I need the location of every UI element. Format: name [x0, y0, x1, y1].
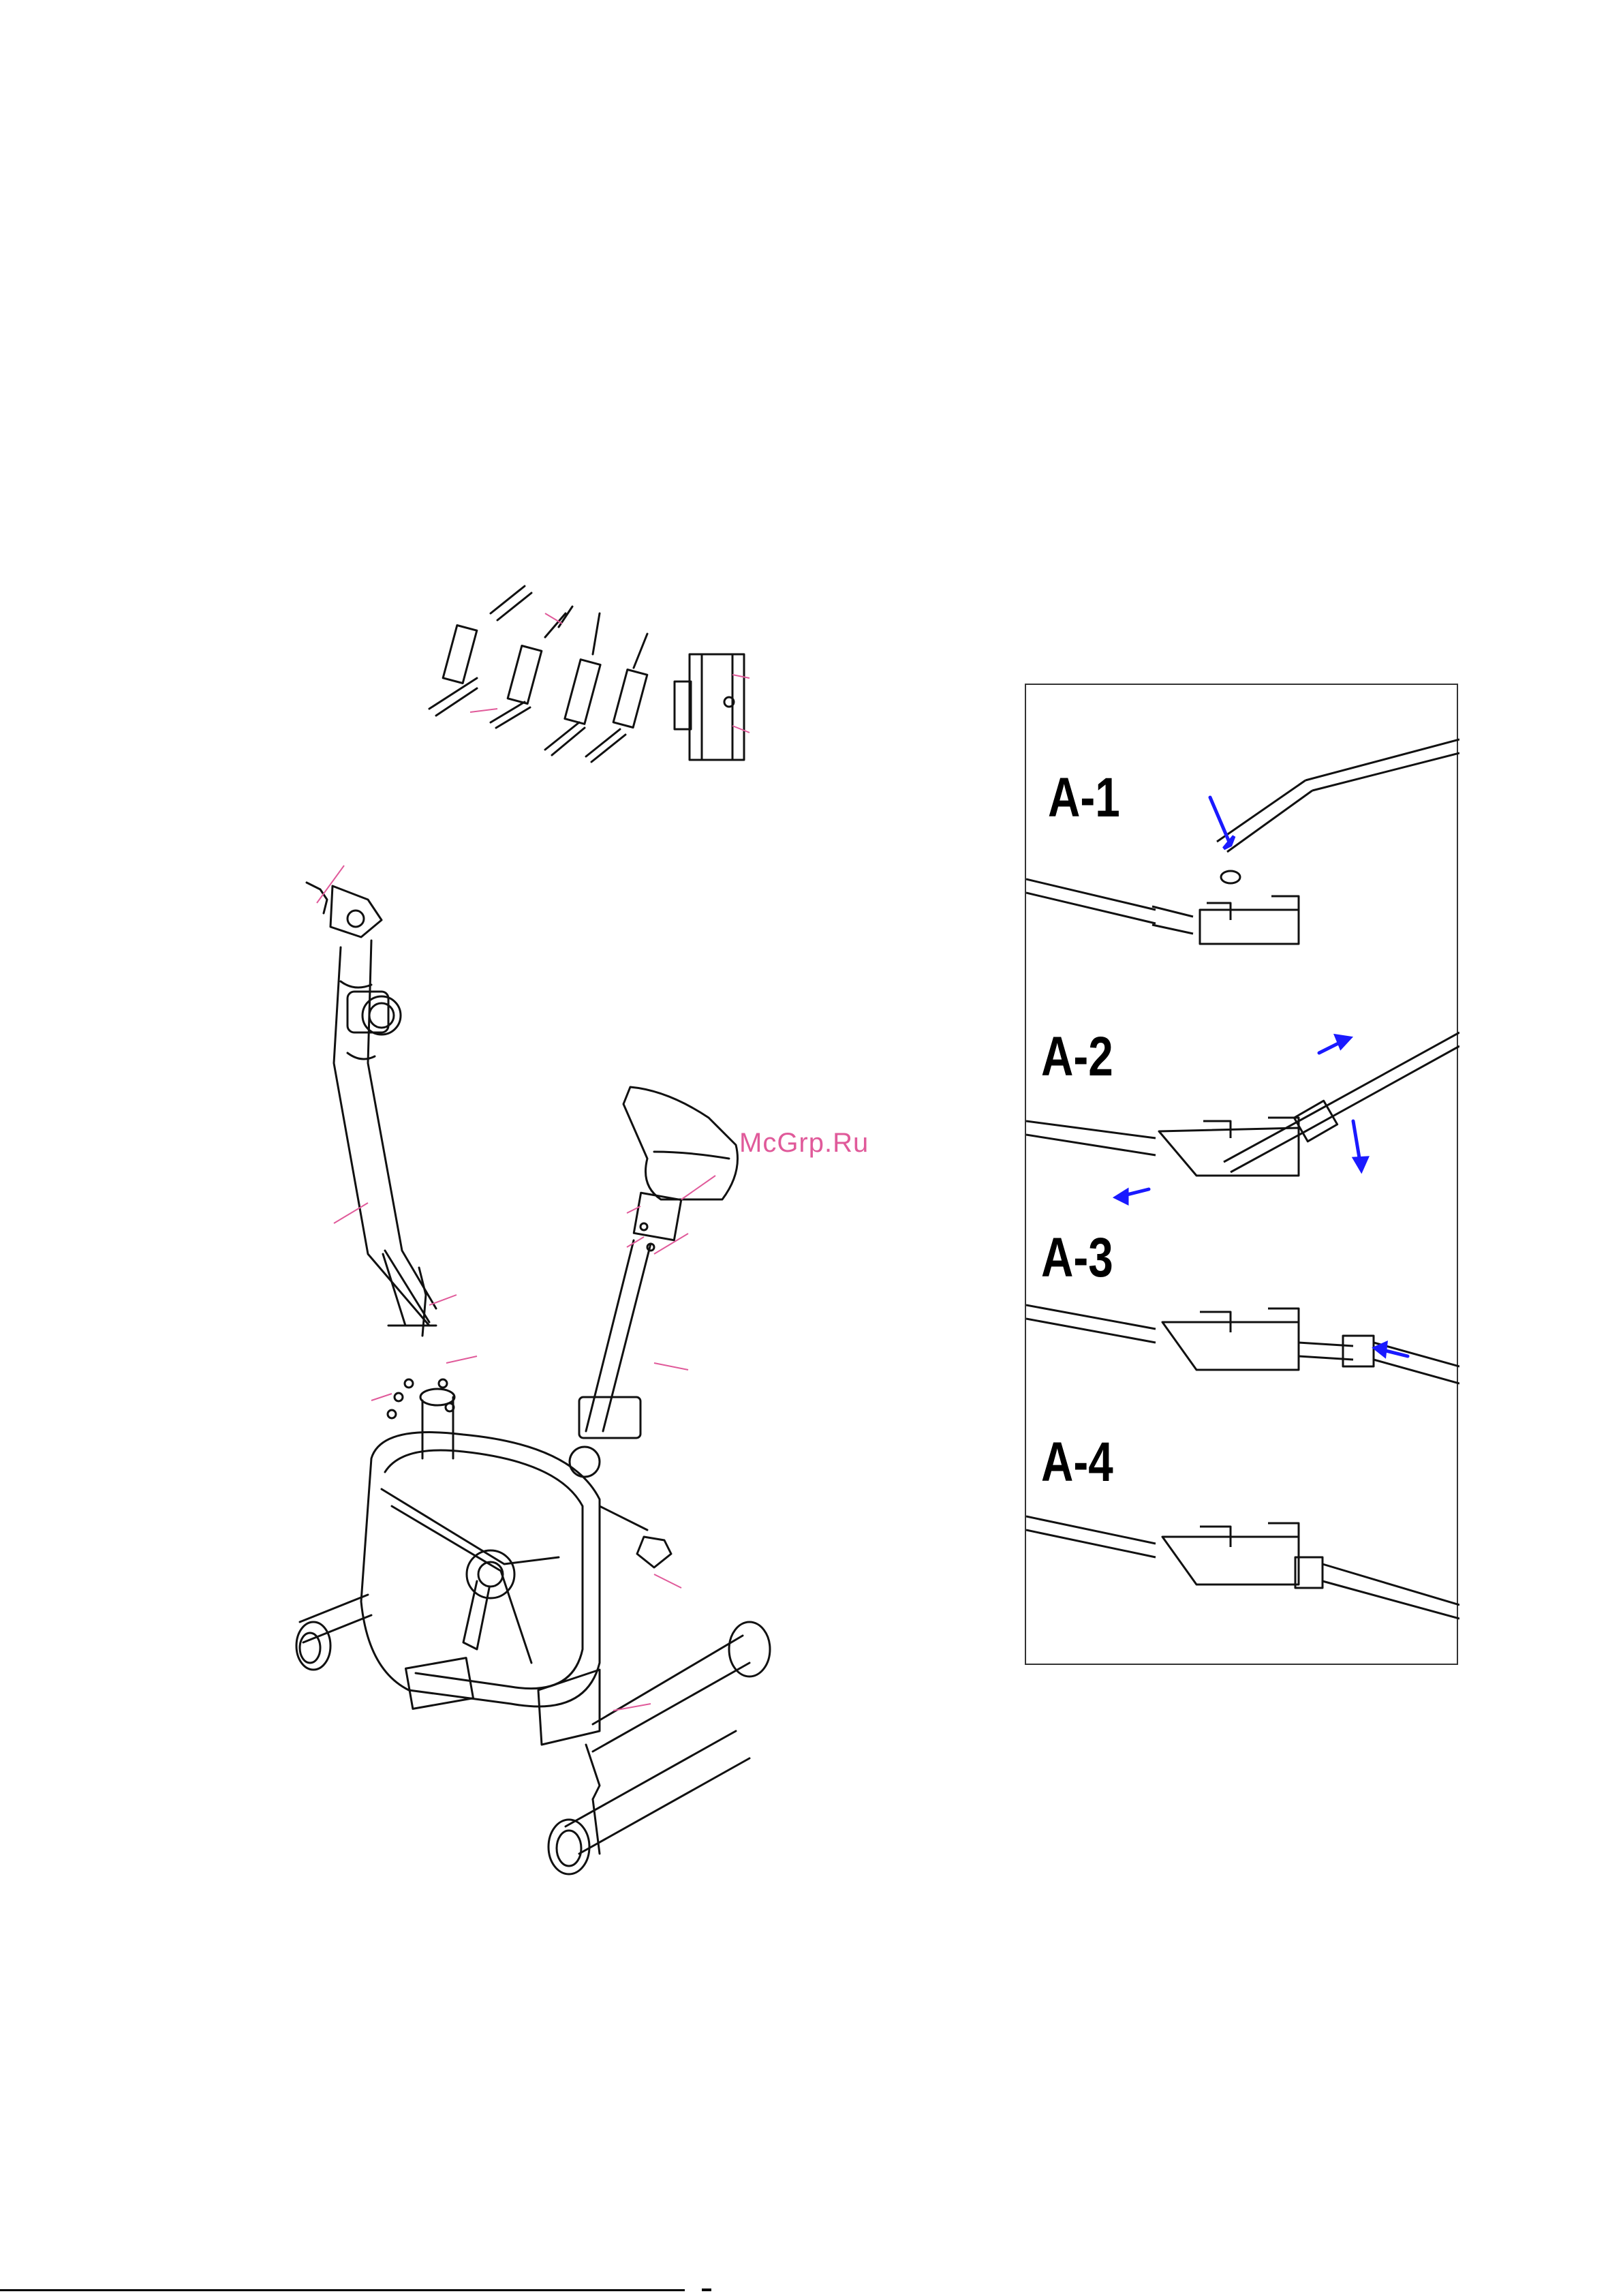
direction-arrows — [1116, 797, 1408, 1356]
step-label-a3: A-3 — [1041, 1230, 1113, 1286]
handlebar-post — [307, 883, 436, 1336]
callout-lines — [317, 613, 749, 1711]
seat-assembly — [570, 1087, 738, 1567]
cable-detail-group — [429, 586, 744, 762]
step-label-a1: A-1 — [1048, 770, 1120, 826]
step-a3-art — [1026, 1305, 1459, 1383]
cable-steps-art — [1026, 685, 1459, 1666]
step-label-a2: A-2 — [1041, 1029, 1113, 1085]
watermark: McGrp.Ru — [739, 1128, 869, 1159]
step-a4-art — [1026, 1516, 1459, 1619]
cable-steps-panel: A-1 A-2 A-3 A-4 — [1025, 684, 1458, 1665]
main-frame — [296, 1389, 770, 1874]
footer-rule — [0, 2289, 685, 2291]
step-label-a4: A-4 — [1041, 1435, 1113, 1490]
footer-mark — [702, 2289, 711, 2291]
